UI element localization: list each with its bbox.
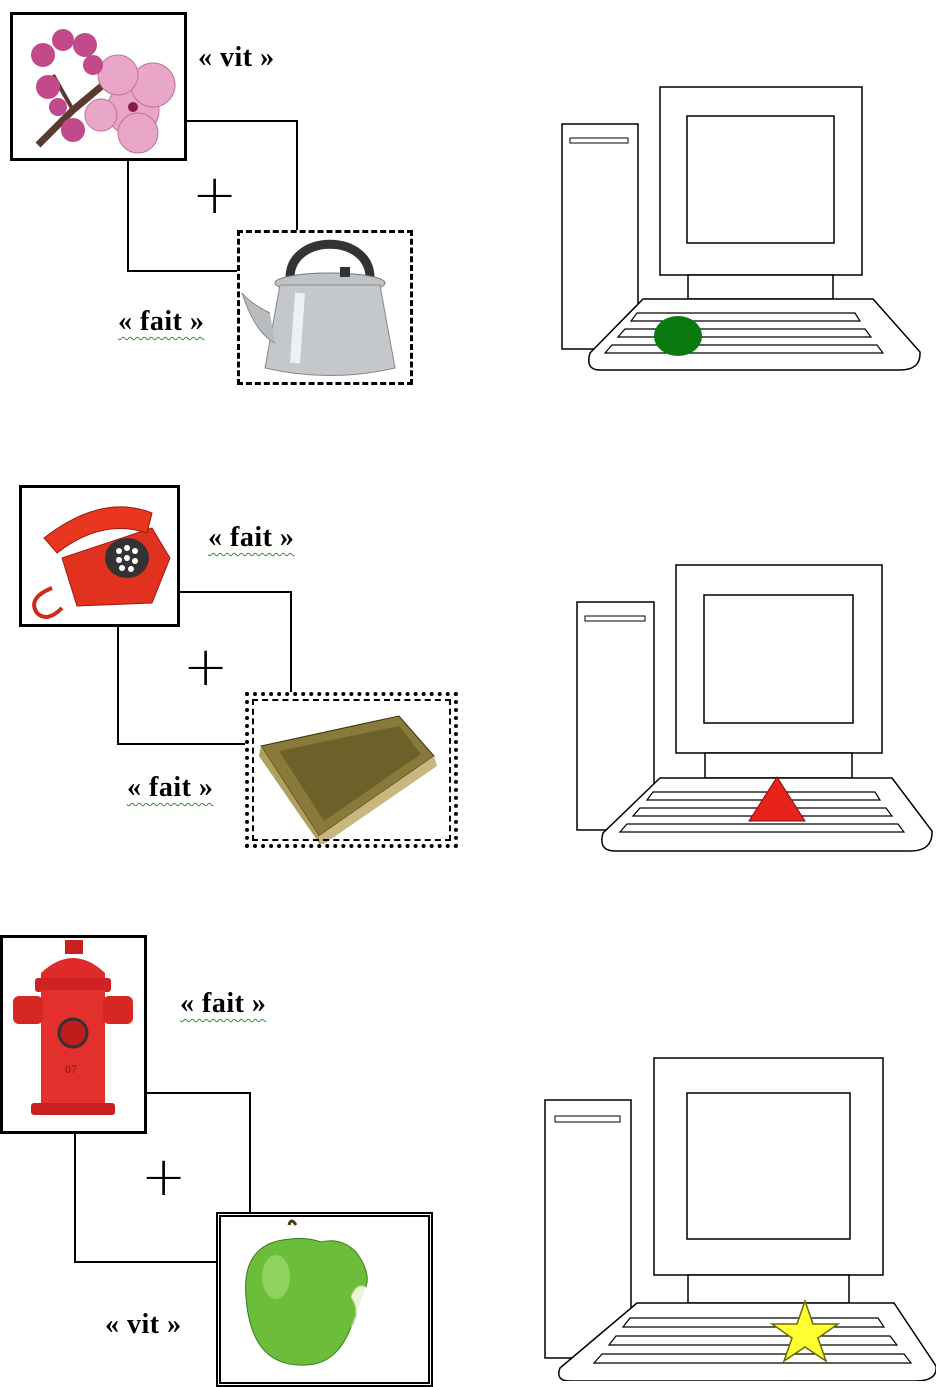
- bottom-word-label: « vit »: [105, 1309, 182, 1340]
- top-word-label: « fait »: [180, 988, 267, 1019]
- connector-line: [145, 1092, 251, 1094]
- connector-line: [117, 743, 247, 745]
- red-telephone-image: [19, 485, 180, 627]
- plus-sign: +: [141, 1145, 187, 1208]
- kettle-image: [237, 230, 413, 385]
- top-word-label: « vit »: [198, 42, 275, 73]
- fire-hydrant-image: 07: [0, 935, 147, 1134]
- computer-illustration: [561, 86, 921, 371]
- plus-sign: +: [183, 635, 229, 698]
- bottom-word-label: « fait »: [118, 306, 205, 337]
- star-mark: [769, 1298, 841, 1363]
- green-apple-image: [216, 1212, 433, 1387]
- top-word-label: « fait »: [208, 522, 295, 553]
- connector-line: [290, 591, 292, 696]
- bottom-word-label: « fait »: [127, 772, 214, 803]
- connector-line: [74, 1133, 76, 1263]
- triangle-mark: [748, 776, 806, 822]
- connector-line: [127, 270, 239, 272]
- connector-line: [178, 591, 291, 593]
- cherry-blossom-image: [10, 12, 187, 161]
- circle-mark: [654, 316, 702, 356]
- connector-line: [117, 625, 119, 745]
- connector-line: [74, 1261, 219, 1263]
- connector-line: [127, 160, 129, 272]
- computer-illustration: [576, 564, 933, 852]
- computer-illustration: [544, 1057, 936, 1381]
- hydrant-number: 07: [65, 1062, 77, 1076]
- old-books-image: [245, 692, 458, 848]
- connector-line: [185, 120, 297, 122]
- connector-line: [249, 1092, 251, 1217]
- plus-sign: +: [192, 163, 238, 226]
- connector-line: [296, 120, 298, 232]
